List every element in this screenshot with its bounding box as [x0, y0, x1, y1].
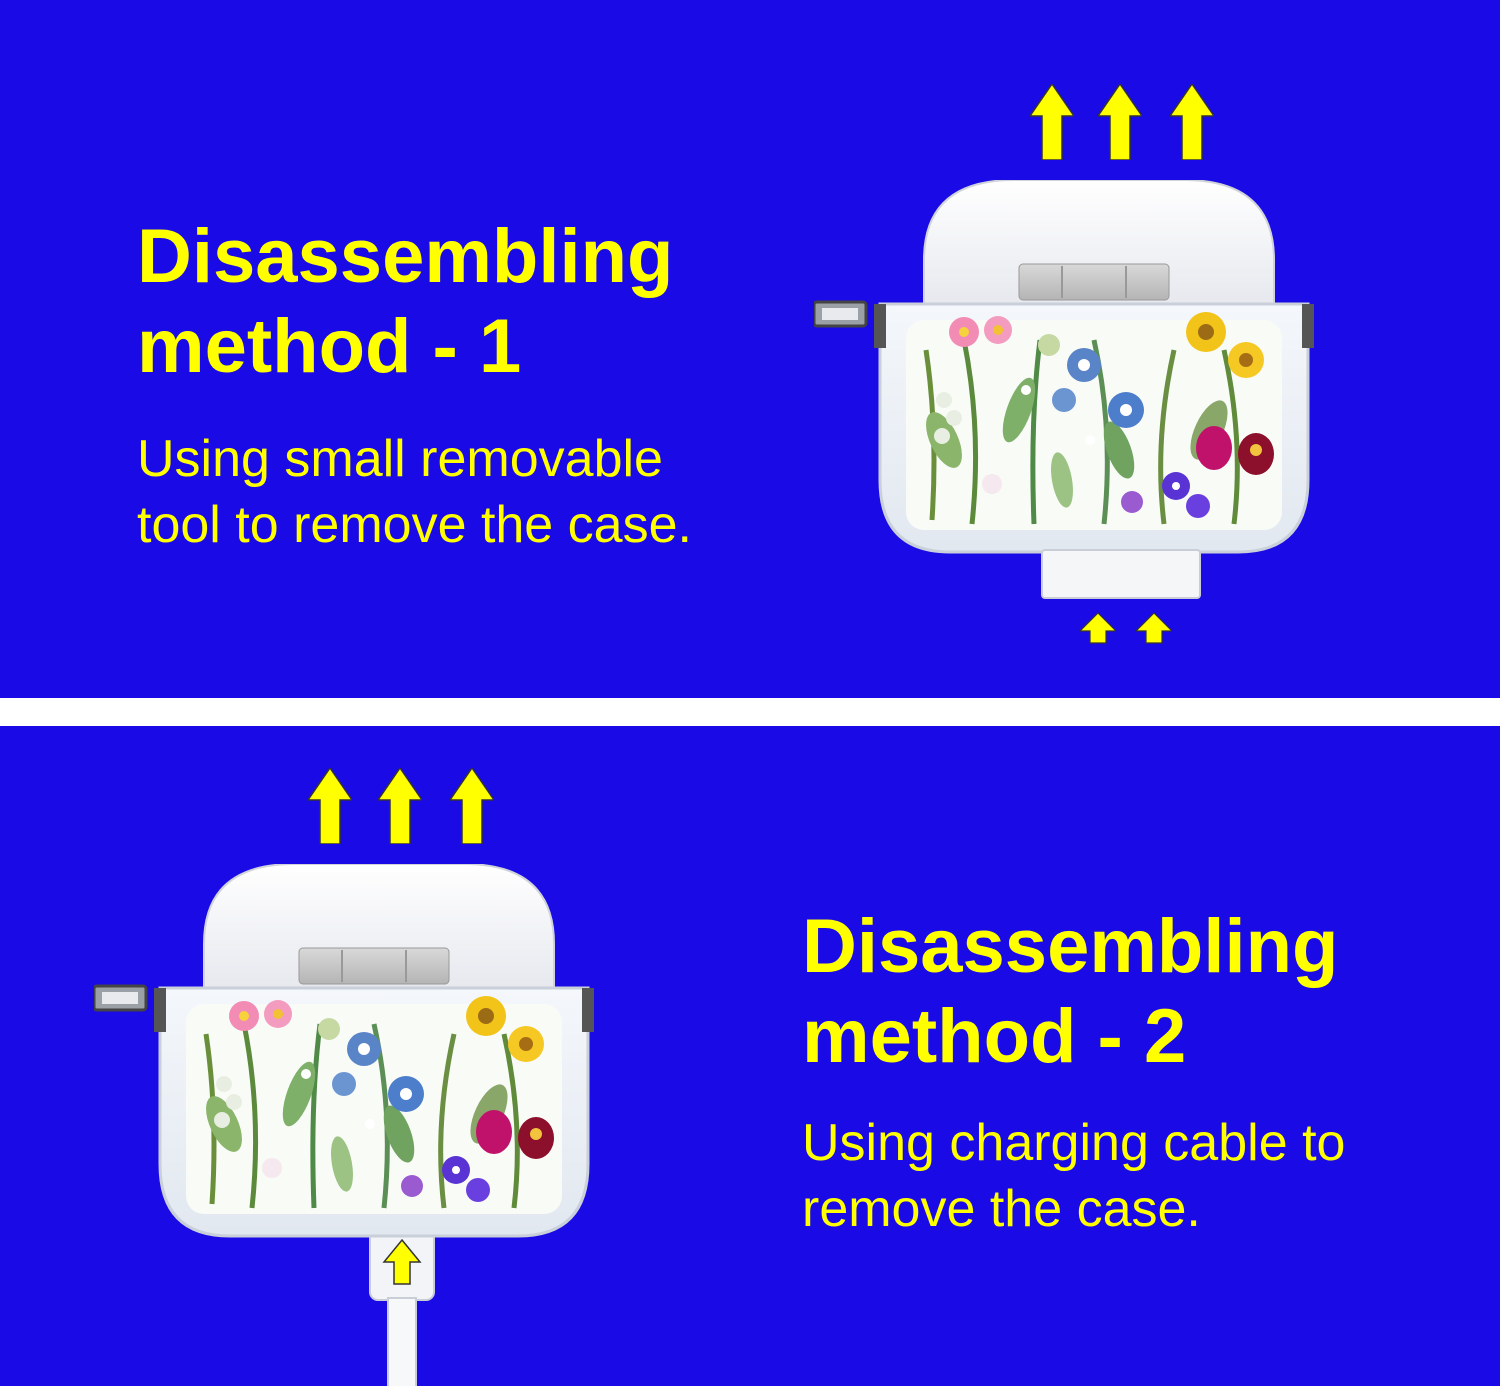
arrow-up-icon	[382, 1238, 422, 1285]
method-1-panel: Disassembling method - 1 Using small rem…	[137, 84, 1374, 644]
method-1-description-line-2: tool to remove the case.	[137, 496, 692, 554]
arrow-up-icon	[1170, 84, 1214, 160]
panel-divider	[0, 698, 1500, 726]
method-1-heading: Disassembling method - 1	[137, 212, 673, 392]
method-2-description-line-1: Using charging cable to	[802, 1114, 1346, 1172]
method-1-heading-line-1: Disassembling	[137, 214, 674, 299]
method-2-description: Using charging cable to remove the case.	[802, 1110, 1345, 1242]
removal-tool-icon	[1041, 549, 1201, 599]
tool-arrows-bottom	[1080, 612, 1172, 644]
method-1-description-line-1: Using small removable	[137, 430, 663, 488]
arrow-up-icon	[378, 768, 422, 844]
method-1-description: Using small removable tool to remove the…	[137, 426, 692, 558]
lid-arrows-top	[308, 768, 494, 844]
method-2-panel: Disassembling method - 2 Using charging …	[0, 726, 1500, 1386]
earbud-case-illustration	[94, 864, 654, 1264]
arrow-up-icon	[1136, 612, 1172, 644]
arrow-up-icon	[1080, 612, 1116, 644]
earbud-case-illustration	[814, 180, 1374, 580]
arrow-up-icon	[450, 768, 494, 844]
method-1-heading-line-2: method - 1	[137, 304, 522, 389]
method-2-heading-line-1: Disassembling	[802, 904, 1339, 989]
method-2-heading-line-2: method - 2	[802, 994, 1187, 1079]
method-2-description-line-2: remove the case.	[802, 1180, 1201, 1238]
method-2-heading: Disassembling method - 2	[802, 902, 1338, 1082]
arrow-up-icon	[1098, 84, 1142, 160]
arrow-up-icon	[1030, 84, 1074, 160]
lid-arrows-top	[1030, 84, 1214, 160]
arrow-up-icon	[308, 768, 352, 844]
